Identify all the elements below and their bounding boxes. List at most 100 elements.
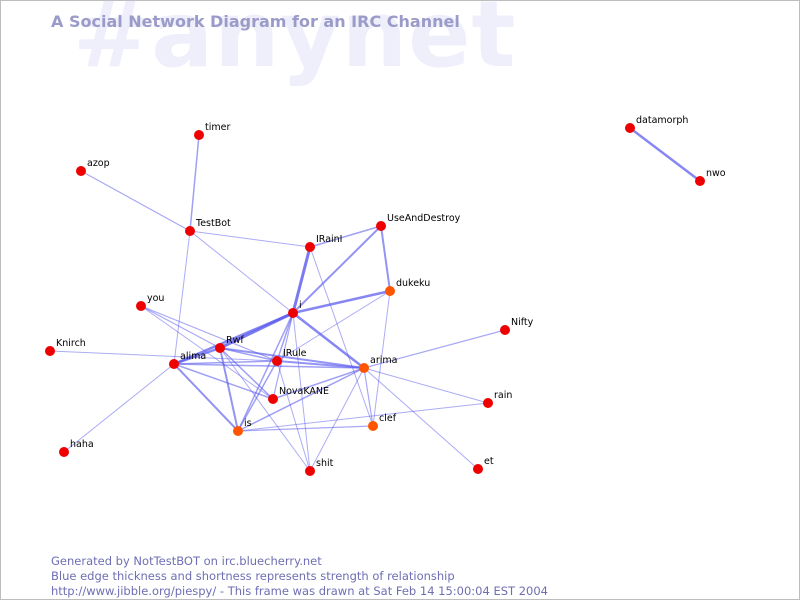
node-TestBot: TestBot [185,218,231,236]
edge-TestBot-i [189,230,294,314]
edge-i-is [237,312,294,432]
edge-IRainI-clef [309,246,374,427]
edge-arima-Nifty [363,329,506,369]
edge-dukeku-IRule [276,290,391,362]
edge-alima-NovaKANE [173,363,274,400]
node-dot-shit [305,466,315,476]
node-label-haha: haha [70,439,94,450]
node-rain: rain [483,390,512,408]
node-dot-NovaKANE [268,394,278,404]
node-shit: shit [305,458,334,476]
node-Rwf: Rwf [215,335,244,353]
footer-legend-note: Blue edge thickness and shortness repres… [51,569,455,583]
edge-arima-clef [363,367,374,427]
edge-dukeku-clef [372,290,391,427]
edge-Rwf-arima [219,347,365,369]
node-haha: haha [59,439,94,457]
node-NovaKANE: NovaKANE [268,386,329,404]
node-nwo: nwo [695,168,726,186]
node-dot-datamorph [625,123,635,133]
node-label-timer: timer [205,122,230,133]
node-dot-Nifty [500,325,510,335]
footer-generated-by: Generated by NotTestBOT on irc.bluecherr… [51,554,322,568]
node-label-datamorph: datamorph [636,115,688,126]
node-dot-is [233,426,243,436]
edge-alima-haha [63,363,175,453]
edge-alima-is [173,363,239,432]
node-label-IRainI: IRainI [316,234,342,245]
edge-TestBot-alima [173,230,191,365]
node-is: is [233,418,252,436]
node-dot-Rwf [215,343,225,353]
node-dot-IRule [272,356,282,366]
edge-alima-IRule [173,360,278,365]
node-i: i [288,300,302,318]
footer-url-timestamp: http://www.jibble.org/piespy/ - This fra… [51,584,548,598]
node-alima: alima [169,351,206,369]
node-label-Nifty: Nifty [511,317,534,328]
edge-i-alima [172,311,295,366]
node-label-you: you [147,293,164,304]
node-timer: timer [194,122,230,140]
edge-Rwf-NovaKANE [219,347,274,400]
edge-IRainI-UseAndDestroy [309,225,382,248]
edge-arima-rain [363,367,489,404]
node-IRainI: IRainI [305,234,342,252]
edge-dukeku-i [291,289,392,315]
node-dot-rain [483,398,493,408]
node-datamorph: datamorph [625,115,688,133]
edge-arima-is [237,367,365,432]
node-IRule: IRule [272,348,307,366]
node-dot-dukeku [385,286,395,296]
edge-UseAndDestroy-i [292,225,382,314]
node-dot-et [473,464,483,474]
node-label-shit: shit [316,458,334,469]
node-arima: arima [359,355,397,373]
node-label-Knirch: Knirch [56,338,86,349]
node-you: you [136,293,164,311]
node-azop: azop [76,158,110,176]
node-label-is: is [244,418,252,429]
node-dot-azop [76,166,86,176]
edge-IRainI-i [291,245,312,315]
edge-i-shit [292,312,311,472]
edge-is-clef [237,425,374,432]
edge-timer-TestBot [189,134,200,232]
edge-IRule-shit [276,360,311,472]
node-dot-alima [169,359,179,369]
node-Nifty: Nifty [500,317,534,335]
edge-i-arima [291,311,366,370]
node-label-i: i [299,300,302,311]
node-label-NovaKANE: NovaKANE [279,386,329,397]
node-label-Rwf: Rwf [226,335,244,346]
node-label-alima: alima [180,351,206,362]
edge-is-rain [237,402,489,432]
node-Knirch: Knirch [45,338,86,356]
node-dot-you [136,301,146,311]
node-label-et: et [484,456,494,467]
node-label-rain: rain [494,390,512,401]
edge-Knirch-IRule [49,350,278,362]
edge-arima-NovaKANE [272,367,365,400]
node-dot-UseAndDestroy [376,221,386,231]
node-dukeku: dukeku [385,278,430,296]
node-dot-nwo [695,176,705,186]
edge-Rwf-alima [172,346,222,366]
node-label-UseAndDestroy: UseAndDestroy [387,213,461,224]
edge-azop-TestBot [80,170,191,232]
edge-IRule-is [237,360,278,432]
channel-watermark: #anynet [73,0,517,88]
diagram-title: A Social Network Diagram for an IRC Chan… [51,12,460,31]
edge-Rwf-IRule [219,347,278,362]
node-dot-i [288,308,298,318]
edge-layer [49,126,702,472]
node-label-nwo: nwo [706,168,726,179]
footer: Generated by NotTestBOT on irc.bluecherr… [51,554,548,599]
node-label-clef: clef [379,413,397,424]
node-dot-timer [194,130,204,140]
edge-datamorph-nwo [628,126,702,183]
edge-TestBot-IRainI [189,230,311,248]
node-UseAndDestroy: UseAndDestroy [376,213,461,231]
